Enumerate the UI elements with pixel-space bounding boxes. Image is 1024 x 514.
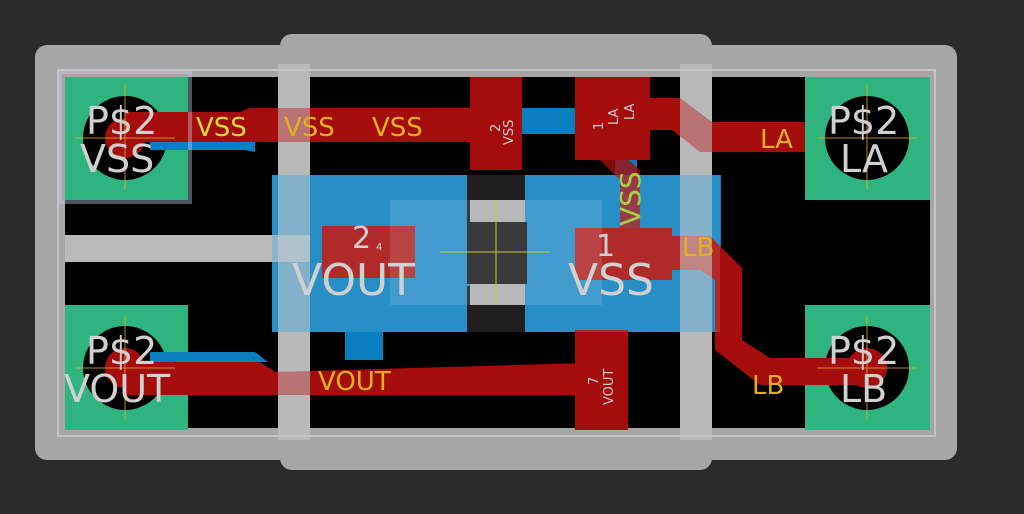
pad-net: LA bbox=[840, 137, 888, 181]
outline-bar bbox=[680, 64, 712, 440]
smd-number: 2 bbox=[489, 124, 504, 132]
smd-number: 7 bbox=[587, 377, 602, 385]
trace-label-vss-vertical: VSS bbox=[614, 171, 647, 226]
trace-label-vss: VSS bbox=[196, 113, 247, 143]
pad-outline bbox=[58, 70, 192, 204]
pad-name: P$2 bbox=[828, 99, 899, 143]
pad-net: VSS bbox=[80, 137, 154, 181]
smd-number: 1 bbox=[596, 229, 615, 264]
smd-number: 1 bbox=[592, 122, 607, 130]
trace-labels: VSS VSS VSS VSS LA LB LB VOUT bbox=[196, 113, 793, 401]
smd-net: VOUT bbox=[292, 255, 415, 306]
bottom-trace-vout-stub[interactable] bbox=[345, 330, 383, 360]
trace-label-vout: VOUT bbox=[318, 367, 391, 397]
board-outline-top-tab bbox=[280, 34, 712, 64]
smd-pad-7-vout[interactable] bbox=[575, 330, 628, 430]
smd-net: LA bbox=[623, 103, 638, 120]
pad-crosshairs bbox=[75, 85, 917, 420]
bottom-trace-vss-mid[interactable] bbox=[522, 108, 578, 134]
pad-labels: P$2 VSS P$2 VOUT P$2 LA P$2 LB bbox=[64, 99, 899, 411]
board-outline-bottom-tab bbox=[280, 440, 712, 470]
smd-net: LA bbox=[607, 108, 622, 125]
smd-net: VSS bbox=[568, 255, 654, 306]
board-inner-outline bbox=[57, 69, 936, 437]
smd-labels: 2 VSS 1 LA LA 7 VOUT 2 4 VOUT 1 VSS bbox=[292, 103, 654, 405]
pad-net: VOUT bbox=[64, 367, 171, 411]
trace-label-la: LA bbox=[760, 125, 793, 155]
trace-label-vss: VSS bbox=[372, 113, 423, 143]
center-hole bbox=[467, 222, 527, 284]
bottom-trace-vout[interactable] bbox=[150, 352, 268, 362]
smd-pad-2-vss[interactable] bbox=[470, 77, 522, 170]
trace-label-lb: LB bbox=[752, 371, 784, 401]
smd-pad-2-vout[interactable] bbox=[322, 226, 415, 278]
pad-net: LB bbox=[840, 367, 887, 411]
trace-label-lb: LB bbox=[682, 233, 714, 263]
smd-net: VOUT bbox=[602, 369, 617, 405]
trace-label-vss: VSS bbox=[284, 113, 335, 143]
top-trace-lb[interactable] bbox=[672, 236, 867, 385]
pad-name: P$2 bbox=[828, 329, 899, 373]
top-trace-vout[interactable] bbox=[125, 362, 620, 395]
outline-bar bbox=[65, 235, 310, 262]
pad-name: P$2 bbox=[86, 99, 157, 143]
top-trace-la-bend[interactable] bbox=[590, 135, 640, 230]
smd-net: VSS bbox=[502, 120, 517, 145]
smd-number: 2 bbox=[352, 221, 371, 256]
smd-pad-1-vss[interactable] bbox=[575, 228, 672, 280]
smd-number: 4 bbox=[376, 242, 382, 253]
pad-name: P$2 bbox=[86, 329, 157, 373]
